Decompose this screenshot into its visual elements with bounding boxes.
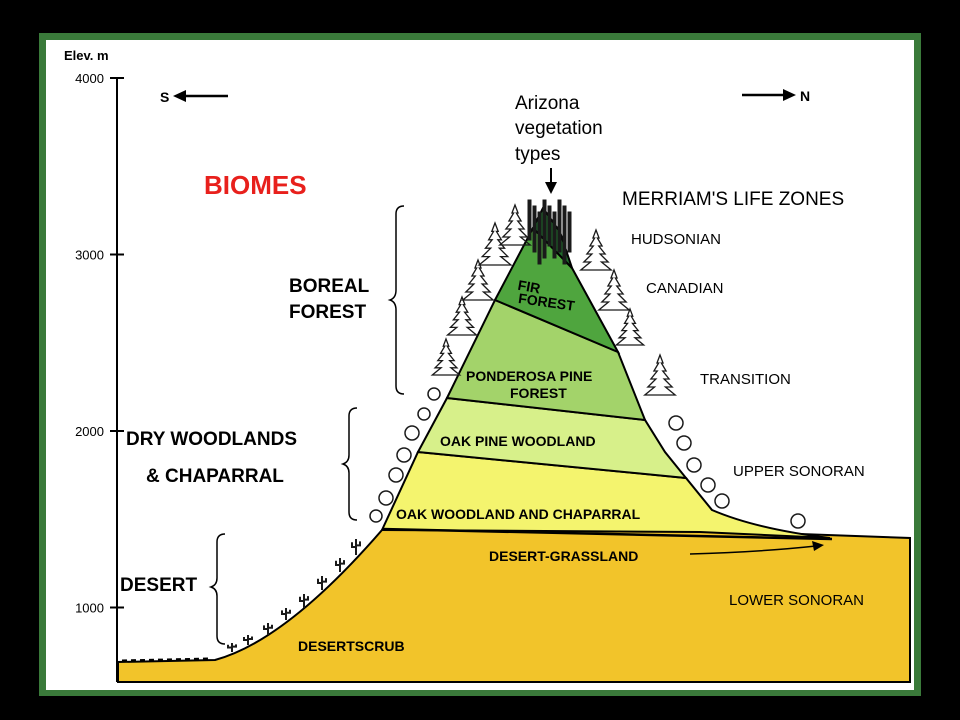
shrub-icon: [700, 477, 716, 493]
cactus-icon: [243, 635, 253, 645]
arrow-down-icon: [545, 182, 557, 194]
north-label: N: [800, 88, 810, 104]
direction-south: S: [160, 89, 228, 105]
fir-forest-label-2: FOREST: [517, 290, 576, 314]
oak-pine-label: OAK PINE WOODLAND: [440, 433, 596, 449]
shrub-icon: [668, 415, 684, 431]
shrub-icon: [714, 493, 730, 509]
life-zone-labels: HUDSONIAN CANADIAN TRANSITION UPPER SONO…: [631, 231, 865, 609]
conifer-tree-icon: [445, 295, 479, 336]
shrub-icon: [404, 425, 420, 441]
arrow-right-icon: [812, 541, 824, 551]
arrow-right-icon: [783, 89, 796, 101]
cactus-icon: [351, 539, 361, 555]
svg-text:FOREST: FOREST: [289, 302, 366, 323]
conifer-tree-icon: [430, 337, 462, 376]
life-zone-upper-sonoran: UPPER SONORAN: [733, 463, 865, 480]
cactus-icon: [227, 643, 237, 652]
cactus-icon: [335, 558, 345, 572]
desert-grassland-label: DESERT-GRASSLAND: [489, 548, 638, 564]
arrow-left-icon: [173, 90, 186, 102]
svg-text:DESERT: DESERT: [120, 575, 197, 596]
biome-dry-woodlands: DRY WOODLANDS & CHAPARRAL: [126, 407, 358, 521]
summit-tree-icon: [527, 199, 532, 241]
brace: [340, 407, 358, 521]
vegetation-types-label: Arizona vegetation types: [515, 93, 603, 165]
svg-text:vegetation: vegetation: [515, 118, 603, 139]
cactus-icon: [263, 623, 273, 635]
svg-text:& CHAPARRAL: & CHAPARRAL: [146, 466, 284, 487]
cactus-icon: [317, 576, 327, 590]
vegetation-band-labels: FIR FOREST PONDEROSA PINE FOREST OAK PIN…: [298, 277, 641, 654]
shrub-icon: [427, 387, 441, 401]
conifer-tree-icon: [477, 221, 513, 266]
conifer-tree-icon: [460, 258, 496, 301]
shrub-icon: [388, 467, 404, 483]
ponderosa-label: PONDEROSA PINE: [466, 368, 592, 384]
biome-desert: DESERT: [120, 533, 226, 645]
summit-tree-icon: [567, 211, 572, 253]
grassland-arrow: [689, 545, 817, 555]
svg-text:DRY WOODLANDS: DRY WOODLANDS: [126, 429, 297, 450]
shrub-icon: [396, 447, 412, 463]
shrub-icon: [378, 490, 394, 506]
brace: [208, 533, 226, 645]
shrub-icon: [790, 513, 806, 529]
summit-tree-icon: [547, 205, 552, 247]
conifer-tree-icon: [596, 268, 632, 311]
elevation-axis: Elev. m 4000 3000 2000 1000: [64, 48, 124, 682]
summit-tree-icon: [537, 211, 542, 265]
conifer-tree-icon: [578, 228, 614, 271]
summit-tree-icon: [542, 199, 547, 259]
elevation-tick-label: 4000: [75, 71, 104, 86]
south-label: S: [160, 89, 169, 105]
cactus-icon: [299, 594, 309, 608]
svg-text:BOREAL: BOREAL: [289, 276, 370, 297]
summit-tree-icon: [552, 211, 557, 259]
fir-forest-label: FIR: [517, 277, 542, 297]
elevation-tick-label: 3000: [75, 248, 104, 263]
brace: [387, 205, 405, 395]
svg-text:types: types: [515, 144, 560, 165]
summit-tree-icon: [532, 205, 537, 253]
life-zone-hudsonian: HUDSONIAN: [631, 231, 721, 248]
life-zones-title: MERRIAM'S LIFE ZONES: [622, 189, 844, 210]
conifer-tree-icon: [497, 203, 533, 246]
cactus-icon: [281, 608, 291, 620]
elevation-tick-label: 2000: [75, 424, 104, 439]
conifer-tree-icon: [614, 307, 646, 346]
elevation-tick-label: 1000: [75, 601, 104, 616]
direction-north: N: [742, 88, 810, 104]
elevation-axis-label: Elev. m: [64, 48, 109, 63]
terrain: [117, 206, 911, 683]
biome-boreal-forest: BOREAL FOREST: [289, 205, 405, 395]
life-zone-lower-sonoran: LOWER SONORAN: [729, 592, 864, 609]
conifer-tree-icon: [642, 353, 678, 396]
shrub-icon: [369, 509, 383, 523]
shrub-icon: [417, 407, 431, 421]
oak-chaparral-label: OAK WOODLAND AND CHAPARRAL: [396, 506, 641, 522]
ponderosa-label-2: FOREST: [510, 385, 567, 401]
tree-silhouettes: [227, 199, 806, 652]
summit-tree-icon: [557, 199, 562, 253]
summit-tree-icon: [562, 205, 567, 265]
svg-text:Arizona: Arizona: [515, 93, 580, 114]
life-zone-transition: TRANSITION: [700, 371, 791, 388]
biomes-title: BIOMES: [204, 170, 307, 200]
shrub-icon: [676, 435, 692, 451]
shrub-icon: [686, 457, 702, 473]
desertscrub-label: DESERTSCRUB: [298, 638, 405, 654]
life-zone-canadian: CANADIAN: [646, 280, 724, 297]
